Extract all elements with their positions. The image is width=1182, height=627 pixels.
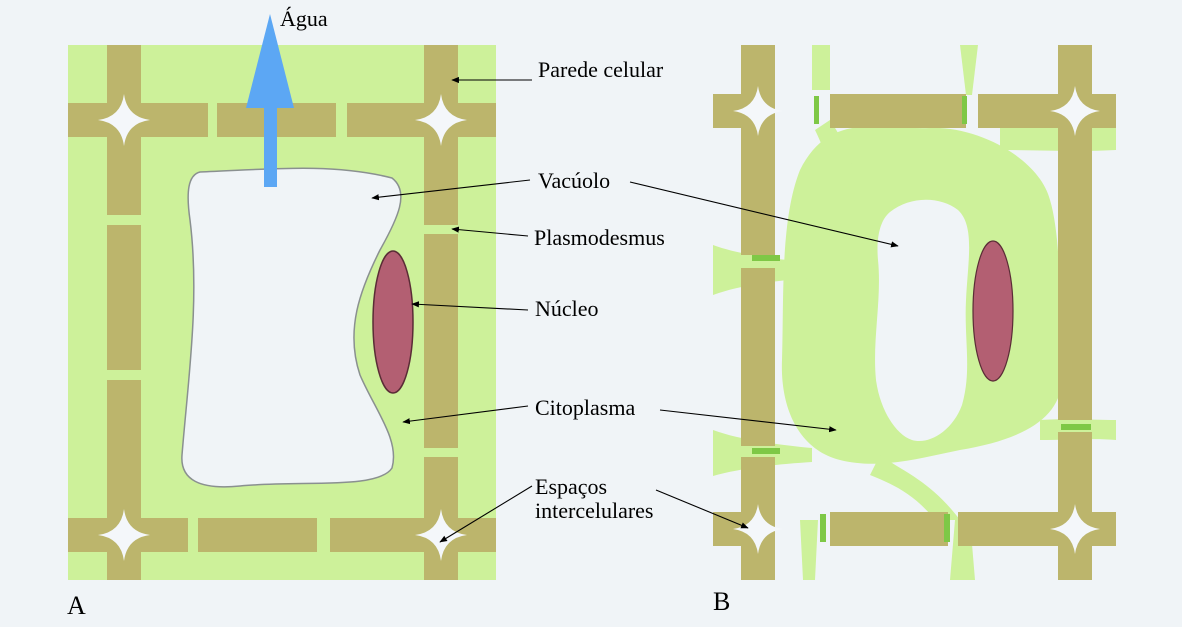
pointer-plasmodesmus (451, 226, 529, 237)
pointer-intercellular-a (439, 485, 533, 543)
panel-b-nucleus (972, 240, 1014, 382)
intercellular-space (1050, 504, 1100, 554)
panel-label-b: B (713, 587, 731, 616)
pointer-vacuole-b (629, 181, 899, 248)
panel-a-nucleus (372, 250, 414, 394)
pointer-intercellular-b (655, 489, 749, 529)
panel-b-cell-wall (713, 45, 1116, 580)
intercellular-space (98, 509, 150, 561)
panel-a-intercellular-spaces (98, 94, 467, 561)
panel-b-vacuole (875, 199, 970, 442)
pointer-lines (371, 76, 899, 543)
up-arrow-icon (246, 14, 294, 187)
panel-b-intercellular-spaces (733, 86, 1100, 554)
label-vacuole: Vacúolo (538, 168, 611, 193)
panel-label-a: A (67, 591, 86, 620)
pointer-cytoplasm-b (659, 409, 837, 433)
intercellular-space (415, 94, 467, 146)
label-plasmodesmus: Plasmodesmus (534, 225, 665, 250)
panel-a-cell (68, 14, 496, 580)
panel-b-plasmodesmata (752, 96, 1091, 542)
label-water: Água (280, 6, 328, 31)
intercellular-space (415, 509, 467, 561)
intercellular-space (98, 94, 150, 146)
pointer-cytoplasm-a (402, 405, 529, 425)
pointer-vacuole-a (371, 179, 531, 201)
label-intercellular-line2: intercelulares (535, 498, 654, 523)
label-cytoplasm: Citoplasma (535, 395, 636, 420)
label-nucleus: Núcleo (535, 296, 599, 321)
panel-b-cell (713, 45, 1116, 580)
label-intercellular-line1: Espaços (535, 474, 608, 499)
intercellular-space (1050, 86, 1100, 136)
intercellular-space (733, 86, 783, 136)
pointer-nucleus (411, 301, 529, 311)
label-cell-wall: Parede celular (538, 57, 664, 82)
panel-a-vacuole (181, 167, 402, 488)
intercellular-space (733, 504, 783, 554)
